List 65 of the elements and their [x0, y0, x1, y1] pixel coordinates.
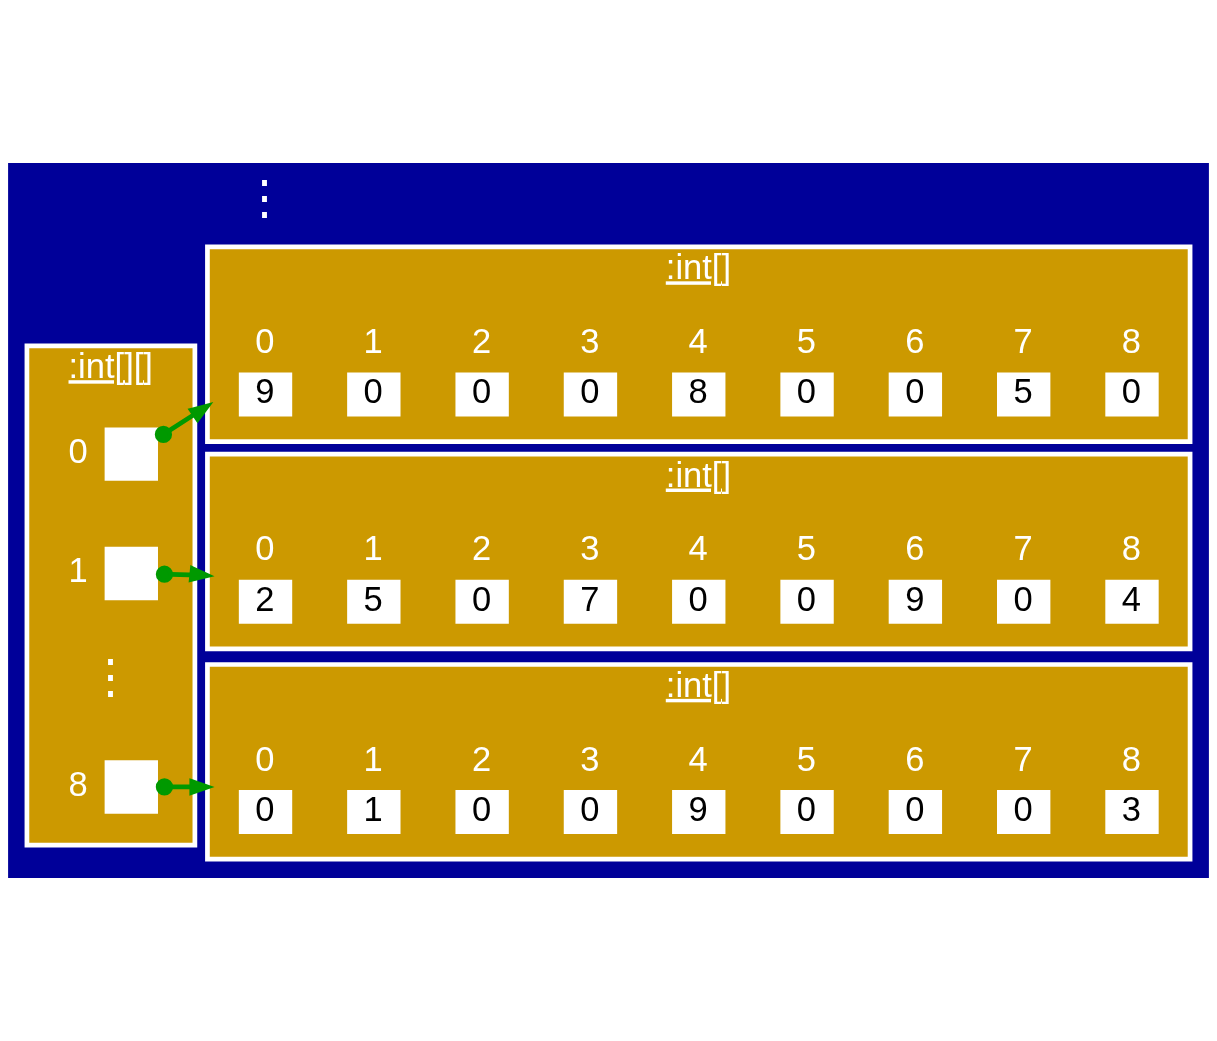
node-box: 0 [780, 579, 834, 624]
node-box: 0 [672, 579, 726, 624]
node-label: 4 [688, 529, 708, 568]
node-label: 0 [255, 739, 275, 778]
node-box: 0 [780, 790, 834, 835]
node-label: 8 [1121, 322, 1141, 361]
node-box: 0 [888, 372, 943, 417]
node-box: 8 [672, 372, 726, 417]
node-label: 0 [255, 322, 275, 361]
node-label: 3 [580, 529, 600, 568]
node-label: 1 [363, 322, 383, 361]
node-label: 7 [1013, 739, 1033, 778]
node-label: 8 [68, 764, 88, 803]
node-box: 0 [455, 372, 509, 417]
node-box: 9 [888, 579, 943, 624]
node-box [104, 427, 158, 481]
node-box: 9 [672, 790, 726, 835]
arrow [155, 565, 215, 583]
node-box: 0 [238, 790, 293, 835]
node-label: 8 [1121, 529, 1141, 568]
node-box: 4 [1105, 579, 1159, 624]
node-label: 1 [363, 529, 383, 568]
node-label: 3 [580, 322, 600, 361]
node-label: 7 [1013, 529, 1033, 568]
node-label: 4 [688, 322, 708, 361]
node-label: 4 [688, 739, 708, 778]
node-label: 0 [68, 431, 88, 470]
node-label: 2 [471, 739, 492, 778]
node-box: 0 [347, 372, 401, 417]
node-box [104, 760, 158, 814]
node-box: 2 [238, 579, 293, 624]
node-box: 0 [997, 790, 1051, 835]
arrow [155, 778, 215, 796]
node-box: 9 [238, 372, 293, 417]
node-box: 0 [455, 790, 509, 835]
label: ⋮ [86, 648, 134, 702]
node-label: 6 [905, 322, 925, 361]
node-box: 0 [1105, 372, 1159, 417]
node-label: 3 [580, 739, 600, 778]
node-box: 5 [347, 579, 401, 624]
node-label: 5 [796, 322, 817, 361]
node-box: 0 [888, 790, 943, 835]
node-label: 5 [796, 529, 817, 568]
node-box: 1 [347, 790, 401, 835]
node-box: 0 [563, 790, 618, 835]
node-label: 8 [1121, 739, 1141, 778]
label: ⋮ [241, 170, 289, 224]
node-box: 0 [563, 372, 618, 417]
node-label: 6 [905, 529, 925, 568]
node-box [104, 546, 158, 601]
node-box: 5 [997, 372, 1051, 417]
node-label: 1 [68, 551, 88, 590]
node-label: 6 [905, 739, 925, 778]
node-box: 0 [455, 579, 509, 624]
node-box: 0 [780, 372, 834, 417]
node-label: 7 [1013, 322, 1033, 361]
node-label: 2 [471, 322, 492, 361]
node-label: 0 [255, 529, 275, 568]
node-label: 5 [796, 739, 817, 778]
node-box: 3 [1105, 790, 1159, 835]
node-label: 2 [471, 529, 492, 568]
arrow [154, 401, 214, 444]
node-box: 7 [563, 579, 618, 624]
node-label: 1 [363, 739, 383, 778]
node-box: 0 [997, 579, 1051, 624]
